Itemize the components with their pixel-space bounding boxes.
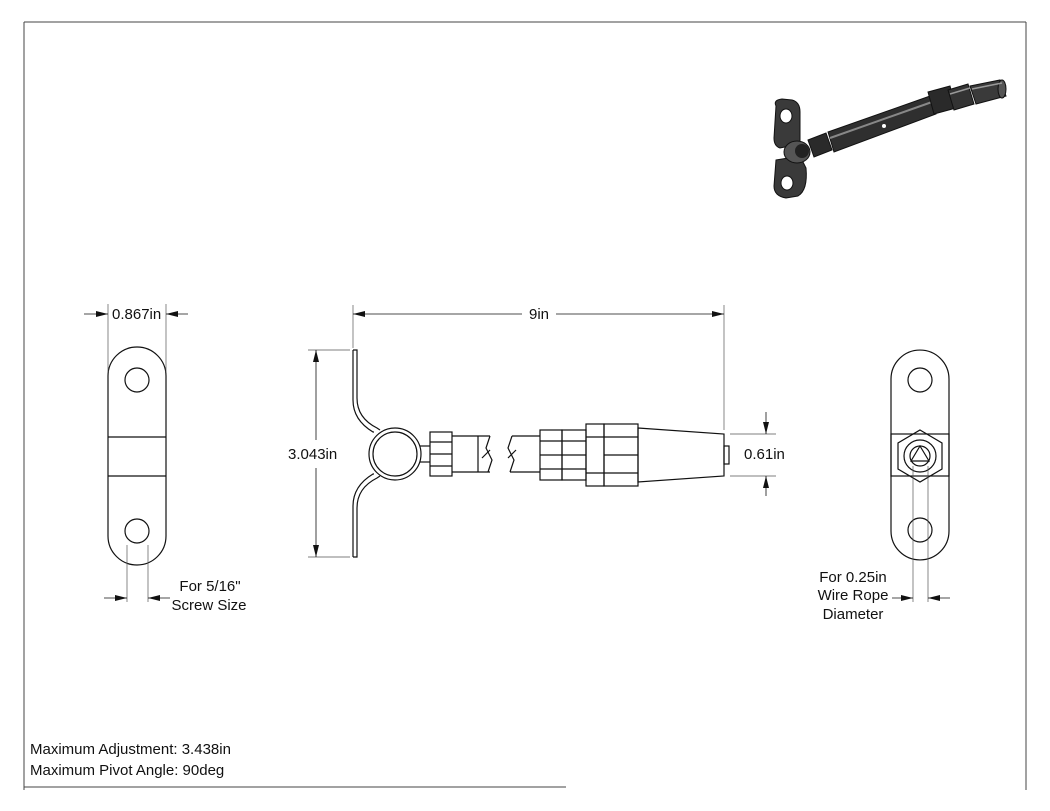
screw-callout-line2: Screw Size <box>171 597 246 614</box>
rope-callout-line1: For 0.25in <box>819 569 887 586</box>
note-max-pivot: Maximum Pivot Angle: 90deg <box>30 762 225 779</box>
sheet-border <box>23 21 1027 790</box>
dim-diameter-label: 0.61in <box>744 446 785 463</box>
dim-wire-rope <box>892 466 950 602</box>
dim-width-label: 0.867in <box>112 306 161 323</box>
dim-length <box>352 305 725 430</box>
left-view-plate <box>107 346 167 566</box>
dim-width <box>84 304 188 372</box>
right-view-plate <box>890 349 950 561</box>
rope-callout-line2: Wire Rope <box>818 587 889 604</box>
isometric-view <box>773 79 1007 199</box>
dim-diameter <box>730 412 776 496</box>
dim-height-label: 3.043in <box>288 446 337 463</box>
dim-length-label: 9in <box>529 306 549 323</box>
dim-screw <box>104 545 170 602</box>
dim-height <box>308 349 350 558</box>
screw-callout-line1: For 5/16" <box>179 578 240 595</box>
side-view <box>352 349 730 558</box>
rope-callout-line3: Diameter <box>823 606 884 623</box>
note-max-adjustment: Maximum Adjustment: 3.438in <box>30 741 231 758</box>
